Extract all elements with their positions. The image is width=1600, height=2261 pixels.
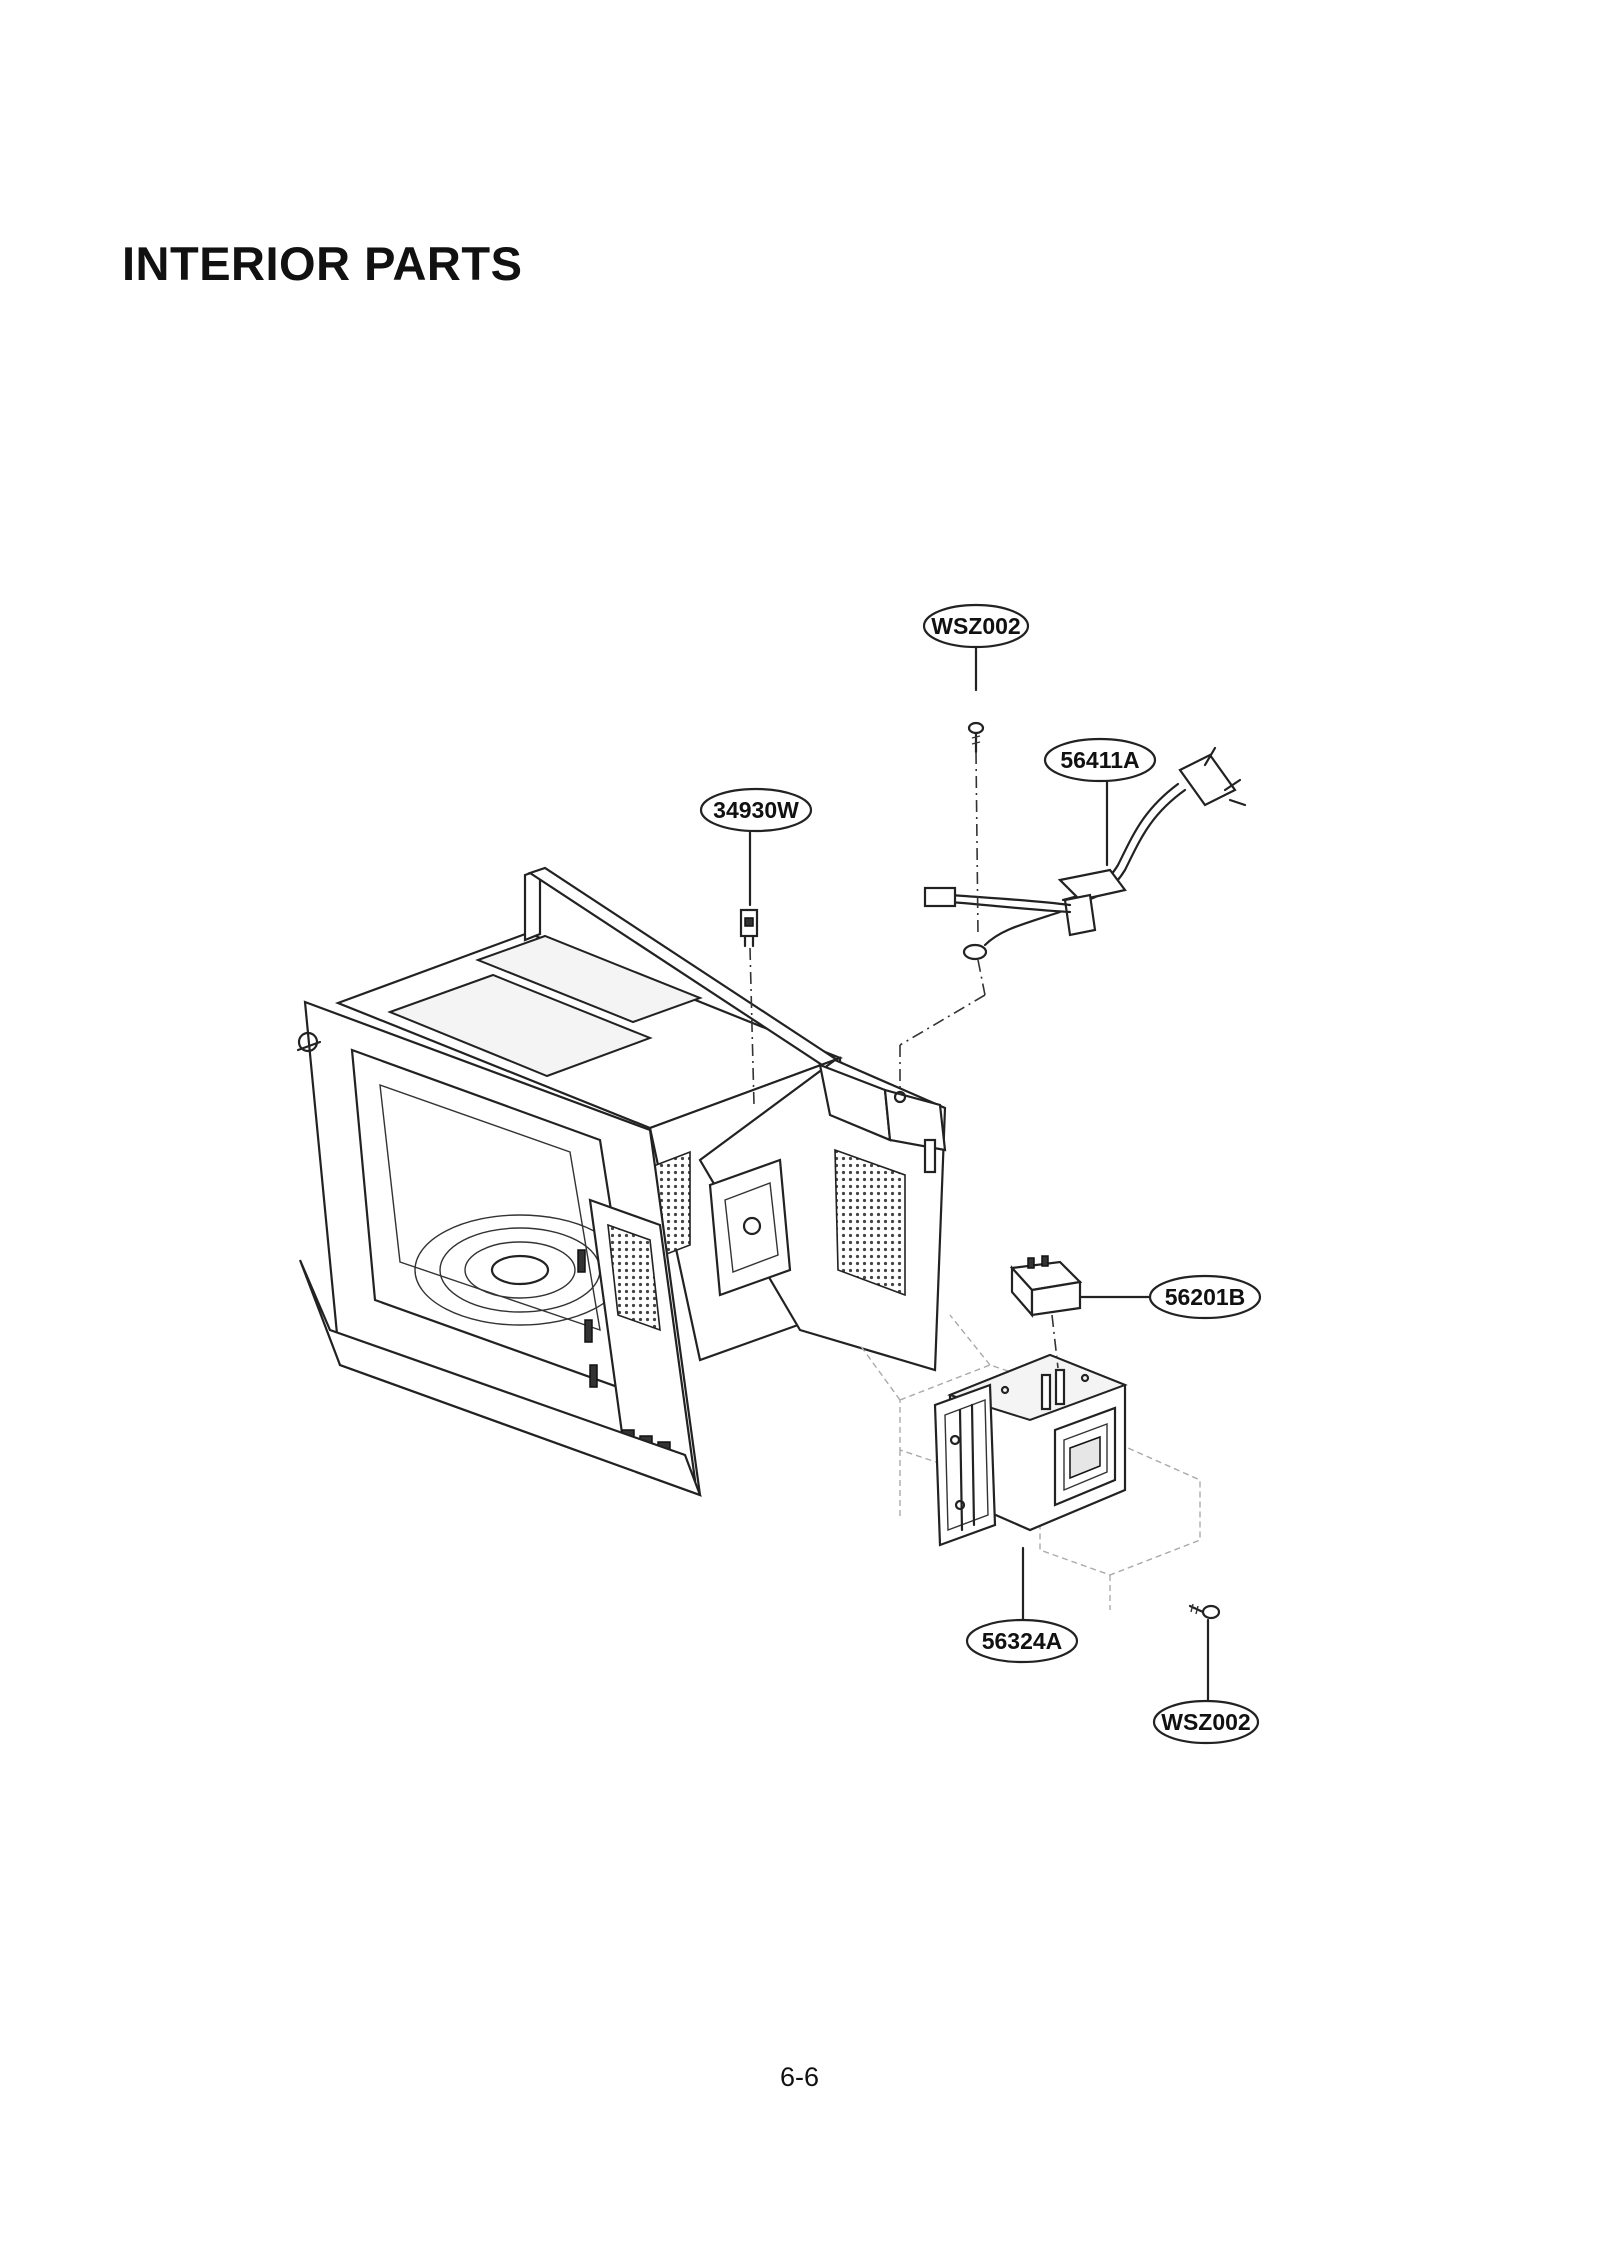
callout-wsz002-bottom: WSZ002 (1152, 1699, 1260, 1745)
page-title: INTERIOR PARTS (122, 237, 523, 290)
callout-56201b: 56201B (1148, 1274, 1262, 1320)
callout-label: WSZ002 (931, 613, 1020, 639)
leader-lines (748, 646, 1210, 1702)
part-34930w (739, 908, 759, 948)
callout-label: 34930W (713, 797, 799, 823)
callout-label: 56411A (1060, 747, 1139, 773)
waveguide-panel (698, 1058, 947, 1372)
page-number: 6-6 (780, 2062, 820, 2092)
part-56411a-power-cord (923, 746, 1247, 961)
callout-56324a: 56324A (965, 1618, 1079, 1664)
screw-wsz002-top (967, 721, 985, 754)
part-56201b (1009, 1255, 1083, 1318)
callout-label: 56201B (1165, 1284, 1246, 1310)
callout-label: WSZ002 (1161, 1709, 1250, 1735)
callout-label: 56324A (982, 1628, 1063, 1654)
part-56324a-magnetron (899, 1353, 1201, 1610)
screw-wsz002-bottom (1188, 1603, 1221, 1620)
callout-34930w: 34930W (699, 787, 813, 833)
callout-wsz002-top: WSZ002 (922, 603, 1030, 649)
callout-56411a: 56411A (1043, 737, 1157, 783)
